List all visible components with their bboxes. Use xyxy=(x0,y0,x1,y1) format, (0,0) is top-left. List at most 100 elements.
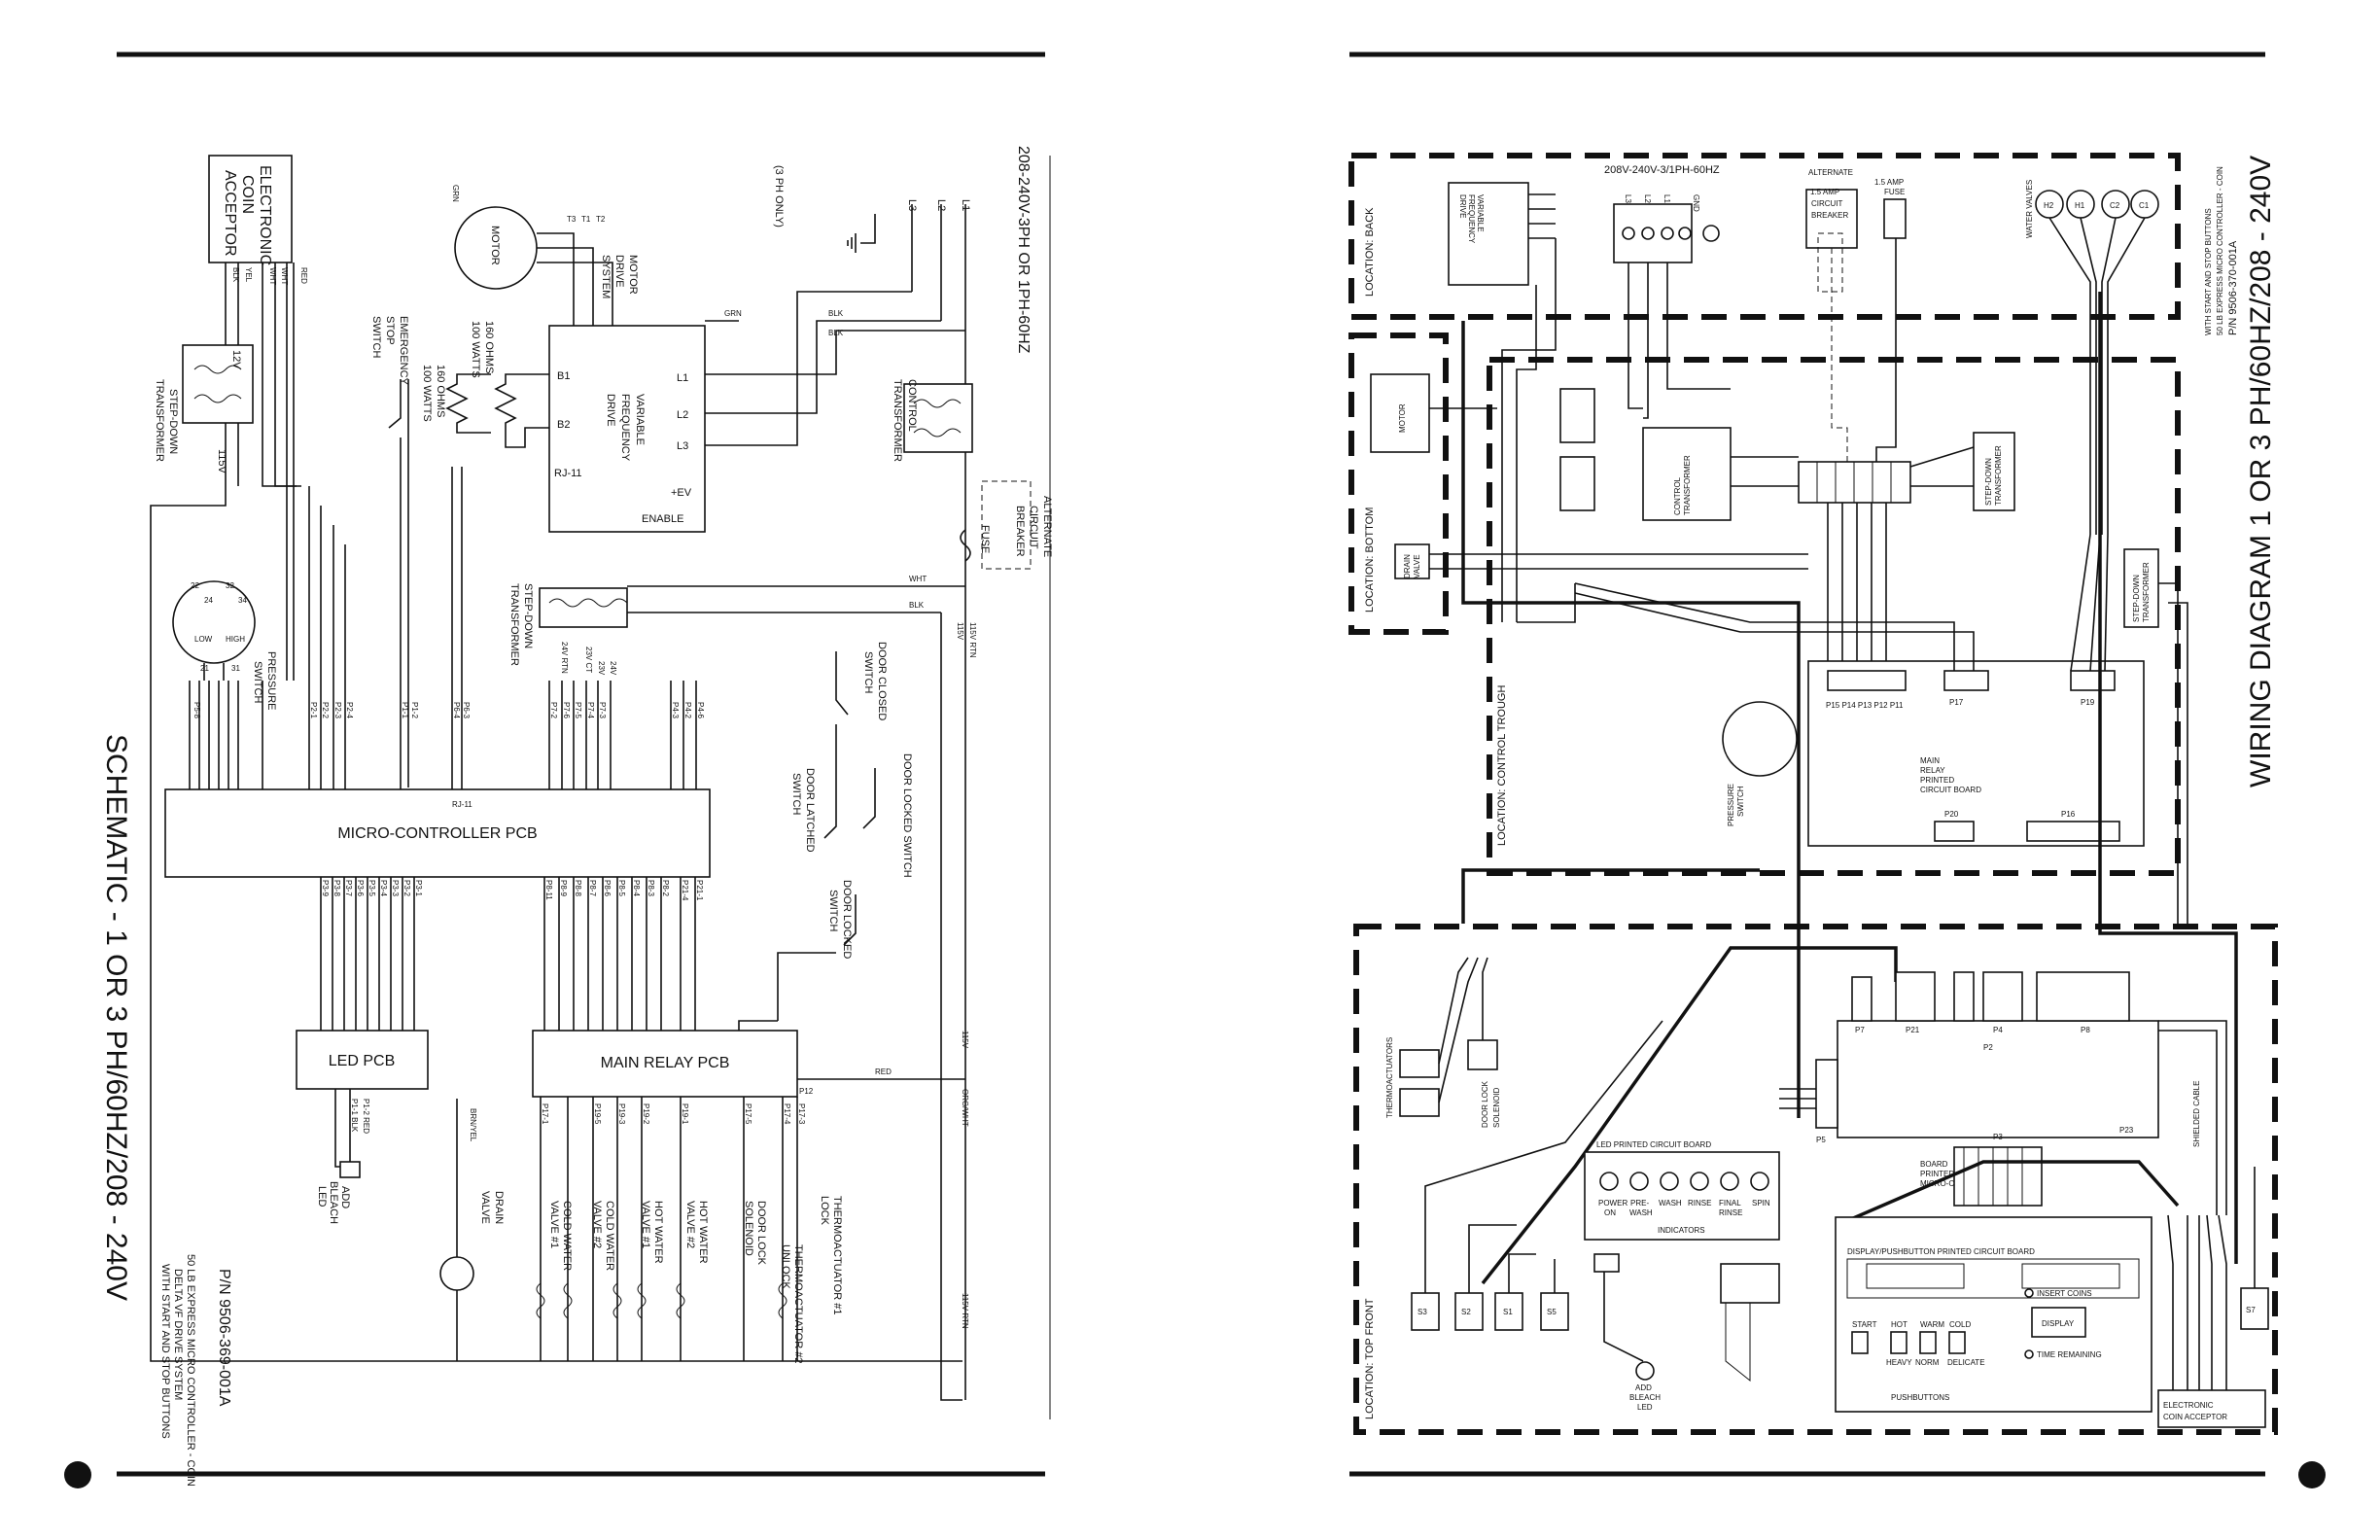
svg-text:CIRCUIT: CIRCUIT xyxy=(1811,199,1843,208)
svg-text:PRINTED: PRINTED xyxy=(1920,776,1954,785)
time-remaining-label: TIME REMAINING xyxy=(2037,1350,2102,1359)
xfmr-115v: 115V xyxy=(216,449,228,474)
svg-text:BLK: BLK xyxy=(909,601,925,610)
wiring-micro-pcb xyxy=(1837,1020,2159,1138)
motor-drive-label-1: MOTOR xyxy=(627,255,639,295)
vfd-label-2: FREQUENCY xyxy=(619,394,631,462)
cold-delicate-button[interactable] xyxy=(1948,1331,1966,1354)
svg-text:P3-9: P3-9 xyxy=(321,880,330,896)
wiring-add-bleach-led xyxy=(1635,1361,1655,1381)
estop-label-1: EMERGENCY xyxy=(398,316,409,386)
warm-norm-button[interactable] xyxy=(1919,1331,1937,1354)
wiring-step-down-2 xyxy=(2123,548,2159,628)
svg-text:STEP-DOWN: STEP-DOWN xyxy=(1984,458,1993,506)
drain-valve-label-2: VALVE xyxy=(479,1191,491,1224)
svg-text:P17-3: P17-3 xyxy=(797,1103,806,1125)
svg-text:COLD: COLD xyxy=(1949,1320,1971,1329)
svg-text:P3-6: P3-6 xyxy=(356,880,365,896)
svg-text:24V RTN: 24V RTN xyxy=(560,642,569,674)
svg-text:ADD: ADD xyxy=(1635,1383,1652,1392)
svg-text:L1: L1 xyxy=(1662,194,1671,203)
svg-text:CIRCUIT BOARD: CIRCUIT BOARD xyxy=(1920,786,1981,794)
svg-text:P19-1: P19-1 xyxy=(681,1103,689,1125)
step-down-xfmr-1 xyxy=(182,344,254,424)
door-latched-label-2: SWITCH xyxy=(790,773,802,815)
svg-text:T3: T3 xyxy=(567,215,577,224)
display-pushbutton-board xyxy=(1835,1216,2152,1413)
wiring-main-relay-pcb xyxy=(1807,660,2145,847)
svg-text:RINSE: RINSE xyxy=(1688,1199,1711,1208)
svg-text:MAIN: MAIN xyxy=(1920,756,1940,765)
svg-text:DRAIN: DRAIN xyxy=(1403,554,1412,578)
display-label: DISPLAY xyxy=(2042,1319,2075,1328)
door-closed-label-2: SWITCH xyxy=(862,651,874,693)
svg-text:P16: P16 xyxy=(2061,810,2076,819)
svg-text:115V RTN: 115V RTN xyxy=(961,1293,969,1329)
wiring-title: WIRING DIAGRAM 1 OR 3 PH/60HZ/208 - 240V xyxy=(2245,156,2277,788)
hot-heavy-button[interactable] xyxy=(1890,1331,1908,1354)
svg-text:WATER VALVES: WATER VALVES xyxy=(2025,180,2034,238)
coin-acceptor-label-3: ACCEPTOR xyxy=(222,170,238,257)
svg-text:BLK: BLK xyxy=(828,309,844,318)
pressure-label-2: SWITCH xyxy=(252,661,263,703)
svg-text:P7: P7 xyxy=(1855,1026,1865,1034)
svg-text:PRESSURE: PRESSURE xyxy=(1727,784,1735,826)
svg-text:P17-5: P17-5 xyxy=(744,1103,752,1125)
svg-text:P5-8: P5-8 xyxy=(192,702,201,718)
svg-text:ON: ON xyxy=(1604,1208,1616,1217)
alt-breaker-label-3: BREAKER xyxy=(1014,506,1026,557)
svg-text:P8-2: P8-2 xyxy=(661,880,670,896)
svg-text:S1: S1 xyxy=(1503,1308,1513,1316)
vfd-label-3: DRIVE xyxy=(605,394,616,427)
svg-text:P4-6: P4-6 xyxy=(696,702,705,718)
start-button[interactable] xyxy=(1851,1331,1869,1354)
location-back-box xyxy=(1348,153,2181,320)
fuse-label: FUSE xyxy=(979,525,991,553)
svg-text:P2-1: P2-1 xyxy=(309,702,318,718)
svg-text:BREAKER: BREAKER xyxy=(1811,211,1848,220)
svg-text:RELAY: RELAY xyxy=(1920,766,1945,775)
vfd-term-B2: B2 xyxy=(557,419,570,431)
svg-text:LOW: LOW xyxy=(194,635,213,644)
location-bottom-box xyxy=(1348,332,1449,635)
svg-text:DOOR LOCK: DOOR LOCK xyxy=(1481,1080,1489,1128)
svg-text:ALTERNATE: ALTERNATE xyxy=(1808,168,1853,177)
door-lock-sol-label-1: DOOR LOCK xyxy=(755,1201,767,1266)
svg-text:DRIVE: DRIVE xyxy=(1458,194,1467,218)
svg-text:22: 22 xyxy=(191,581,199,590)
svg-text:P7-6: P7-6 xyxy=(562,702,571,718)
svg-text:P8-7: P8-7 xyxy=(588,880,597,896)
svg-text:C2: C2 xyxy=(2110,201,2120,210)
svg-text:TRANSFORMER: TRANSFORMER xyxy=(2142,562,2151,622)
svg-text:P8-8: P8-8 xyxy=(574,880,582,896)
control-xfmr xyxy=(903,383,973,453)
svg-text:P8-9: P8-9 xyxy=(559,880,568,896)
ground-wire-top xyxy=(860,214,876,244)
svg-text:31: 31 xyxy=(231,664,240,673)
wiring-desc-2: WITH START AND STOP BUTTONS xyxy=(2204,208,2213,335)
control-xfmr-label-2: TRANSFORMER xyxy=(892,379,903,462)
motor-drive-label-2: DRIVE xyxy=(613,255,625,288)
svg-text:YEL: YEL xyxy=(244,267,253,283)
add-bleach-label-2: BLEACH xyxy=(328,1181,339,1224)
svg-text:BLK: BLK xyxy=(231,267,240,283)
hot-water-2-label-2: VALVE #2 xyxy=(684,1201,696,1248)
svg-text:ORG/WHT: ORG/WHT xyxy=(961,1089,969,1127)
svg-text:MOTOR: MOTOR xyxy=(1398,403,1407,433)
loc-back-label: LOCATION: BACK xyxy=(1364,207,1376,297)
thermo-1-label-1: THERMOACTUATOR #1 xyxy=(831,1196,843,1314)
svg-text:S7: S7 xyxy=(2246,1306,2256,1314)
alt-breaker-label-1: ALTERNATE xyxy=(1041,496,1053,557)
switch-S3 xyxy=(1411,1292,1440,1331)
svg-text:LED: LED xyxy=(1637,1403,1653,1412)
schematic-phase-note: (3 PH ONLY) xyxy=(773,165,785,228)
resistor-1-label-1: 160 OHMS xyxy=(483,321,495,373)
vfd-box xyxy=(548,325,706,533)
svg-text:H2: H2 xyxy=(2044,201,2054,210)
motor-label: MOTOR xyxy=(489,226,501,265)
pressure-label-1: PRESSURE xyxy=(265,651,277,711)
svg-text:HOT: HOT xyxy=(1891,1320,1908,1329)
door-lock-sol-label-2: SOLENOID xyxy=(743,1201,754,1256)
loc-bottom-label: LOCATION: BOTTOM xyxy=(1364,508,1376,612)
dyn-res-2 xyxy=(1559,456,1595,511)
